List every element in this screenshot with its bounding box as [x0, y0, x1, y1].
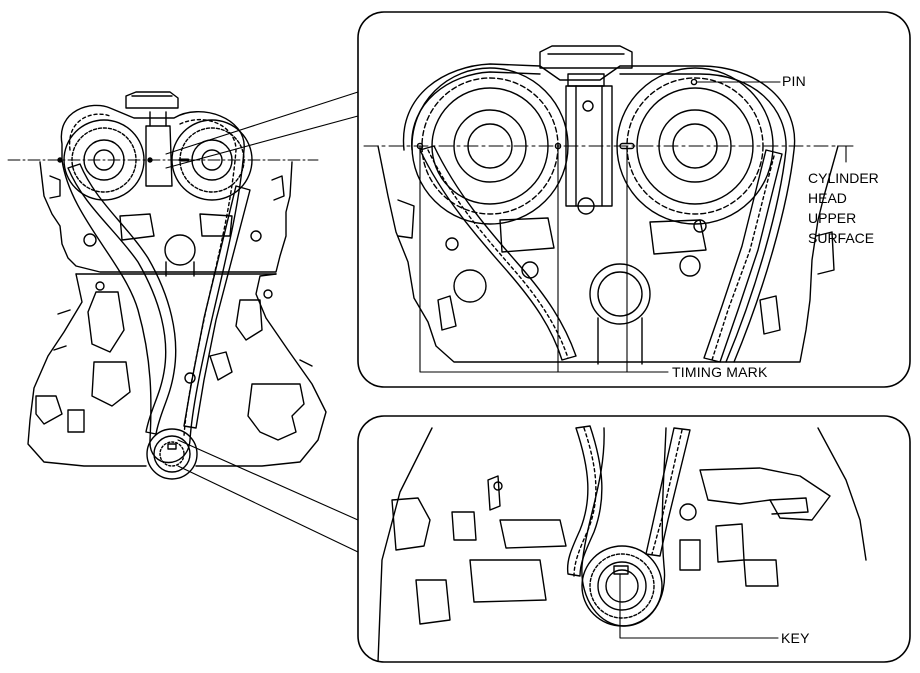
cylinder-block-outline [27, 273, 327, 467]
detail-panel-crankshaft [357, 415, 911, 663]
crankshaft-key [613, 565, 629, 575]
timing-mark-leader [419, 145, 669, 373]
detail-panel-camshaft [357, 11, 911, 388]
crankshaft-sprocket [581, 545, 663, 627]
chain-guide-right [183, 185, 251, 429]
chain-guide-left [67, 163, 177, 435]
cylinder-head-outline [39, 161, 293, 273]
engine-overview [7, 91, 327, 480]
key-label: KEY [781, 630, 810, 646]
label-line: UPPER [808, 210, 857, 226]
timing-mark-label: TIMING MARK [672, 364, 768, 380]
pin-label: PIN [782, 73, 806, 89]
crankshaft-sprocket-small [146, 428, 198, 480]
cylinder-head-upper-surface-label: CYLINDER HEAD UPPER SURFACE [808, 168, 908, 248]
label-line: HEAD [808, 190, 847, 206]
timing-chain [60, 104, 245, 464]
label-line: SURFACE [808, 230, 875, 246]
callout-leaders [165, 91, 359, 553]
label-line: CYLINDER [808, 170, 879, 186]
pin-mark [690, 78, 698, 86]
